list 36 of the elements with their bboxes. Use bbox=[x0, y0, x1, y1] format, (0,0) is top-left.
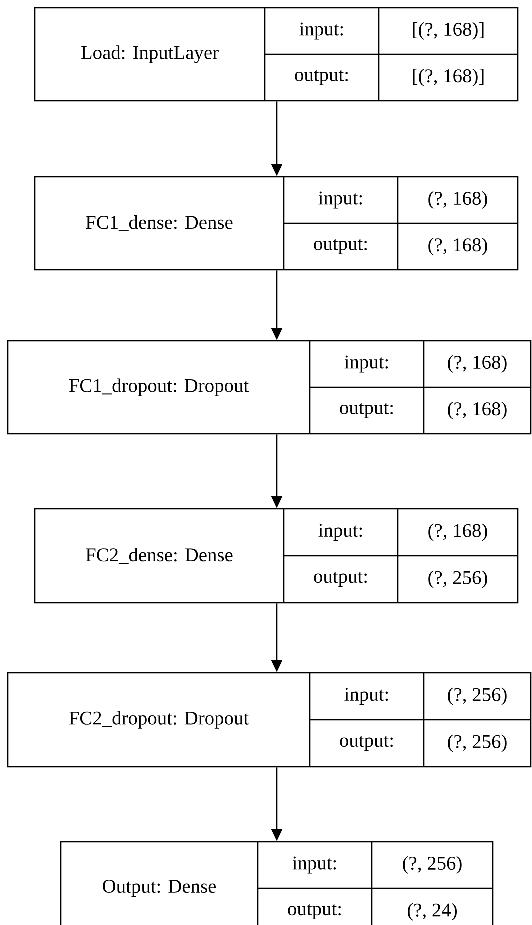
layer-box bbox=[34, 508, 519, 604]
port-label: input: bbox=[300, 22, 344, 40]
shape-value: (?, 168) bbox=[428, 524, 488, 542]
port-label: output: bbox=[314, 239, 367, 254]
layer-name: FC2_dropout: Dropout bbox=[69, 711, 249, 729]
shape-value: [(?, 168)] bbox=[413, 69, 484, 87]
layer-box bbox=[60, 841, 494, 925]
shape-value: (?, 168) bbox=[448, 402, 507, 420]
shape-value: (?, 256) bbox=[403, 856, 462, 874]
layer-box bbox=[34, 176, 519, 271]
port-label: input: bbox=[292, 856, 336, 874]
shape-value: (?, 256) bbox=[428, 570, 488, 588]
port-label: output: bbox=[288, 904, 341, 920]
shape-value: (?, 24) bbox=[408, 903, 457, 921]
layer-name: FC1_dropout: Dropout bbox=[69, 378, 249, 396]
port-label: output: bbox=[314, 572, 367, 588]
shape-value: (?, 168) bbox=[448, 355, 507, 374]
port-label: output: bbox=[340, 403, 393, 418]
port-label: input: bbox=[344, 356, 388, 373]
port-label: input: bbox=[318, 524, 362, 541]
port-label: input: bbox=[318, 192, 362, 209]
layer-name: FC1_dense: Dense bbox=[86, 216, 233, 232]
layer-box bbox=[7, 672, 532, 768]
shape-value: (?, 168) bbox=[428, 238, 488, 256]
layer-name: Load: InputLayer bbox=[82, 46, 219, 64]
port-label: input: bbox=[344, 688, 388, 705]
shape-value: (?, 168) bbox=[428, 191, 488, 210]
layer-box bbox=[34, 7, 519, 102]
layer-box bbox=[7, 340, 532, 435]
shape-value: (?, 256) bbox=[448, 688, 507, 706]
layer-name: Output: Dense bbox=[103, 880, 216, 897]
shape-value: [(?, 168)] bbox=[413, 22, 484, 40]
shape-value: (?, 256) bbox=[448, 734, 507, 752]
layer-name: FC2_dense: Dense bbox=[86, 548, 233, 564]
port-label: output: bbox=[340, 736, 393, 752]
port-label: output: bbox=[295, 70, 348, 86]
